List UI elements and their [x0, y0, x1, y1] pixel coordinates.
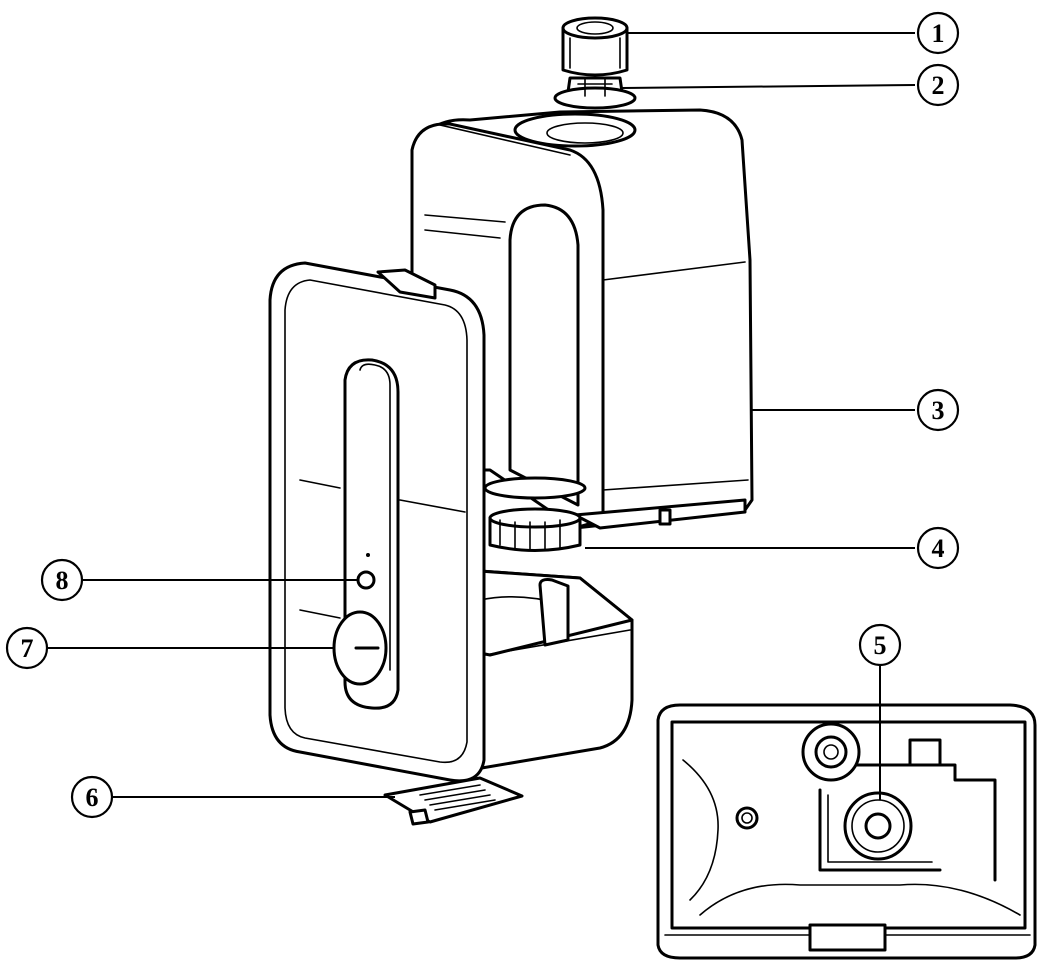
callout-3-label: 3 — [932, 396, 945, 425]
tank-cap — [561, 16, 629, 77]
water-tank — [410, 108, 754, 530]
float-filter — [483, 476, 587, 552]
callout-7-label: 7 — [21, 634, 34, 663]
callout-8-label: 8 — [56, 566, 69, 595]
callout-1: 1 — [916, 11, 960, 55]
base-unit — [463, 568, 634, 772]
bottom-view-inset — [656, 703, 1037, 960]
callout-8: 8 — [40, 558, 84, 602]
callout-2: 2 — [916, 63, 960, 107]
callout-4: 4 — [916, 526, 960, 570]
valve-seal — [553, 76, 637, 110]
control-knob — [332, 610, 388, 686]
leader-2 — [621, 84, 916, 89]
front-housing — [268, 261, 486, 783]
callout-4-label: 4 — [932, 534, 945, 563]
callout-1-label: 1 — [932, 19, 945, 48]
callout-6: 6 — [70, 775, 114, 819]
callout-2-label: 2 — [932, 71, 945, 100]
callout-5-label: 5 — [874, 631, 887, 660]
callout-6-label: 6 — [86, 783, 99, 812]
leader-lines — [47, 32, 916, 800]
drip-tray — [383, 776, 524, 826]
callout-5: 5 — [858, 623, 902, 667]
callout-7: 7 — [5, 626, 49, 670]
callout-3: 3 — [916, 388, 960, 432]
